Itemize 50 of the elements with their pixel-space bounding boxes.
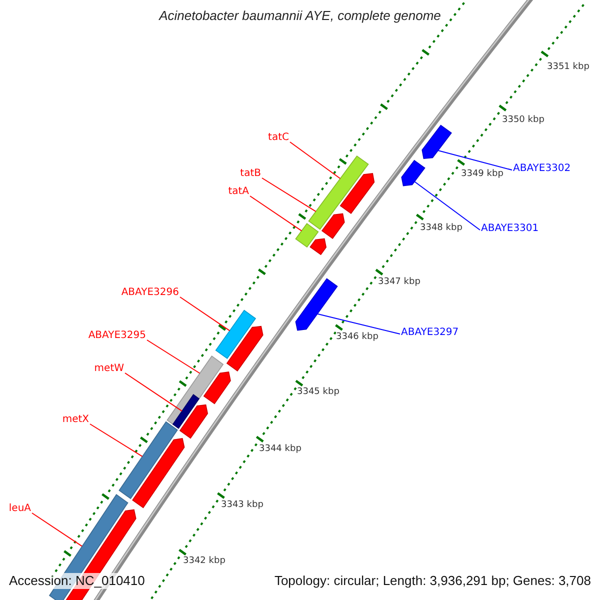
gene-bar xyxy=(308,155,369,230)
gene-feature xyxy=(321,213,345,239)
gene-feature xyxy=(422,124,452,160)
scale-label: 3343 kbp xyxy=(221,500,264,510)
gene-feature xyxy=(132,438,185,508)
gene-bar xyxy=(118,421,178,500)
leader-line xyxy=(250,196,302,232)
scale-label: 3347 kbp xyxy=(378,277,420,287)
gene-feature xyxy=(226,326,264,372)
gene-label: tatB xyxy=(240,168,261,180)
gene-feature xyxy=(295,278,338,331)
leader-line xyxy=(146,340,200,374)
gene-label: tatC xyxy=(268,132,289,144)
gene-label: ABAYE3302 xyxy=(513,163,571,175)
scale-label: 3346 kbp xyxy=(336,332,378,342)
gene-label: tatA xyxy=(228,186,249,198)
scale-label: 3345 kbp xyxy=(297,387,340,397)
leader-line xyxy=(438,150,512,170)
gene-bar xyxy=(215,310,256,360)
gene-label: metW xyxy=(94,363,124,375)
title: Acinetobacter baumannii AYE, complete genome xyxy=(158,8,442,23)
gene-feature xyxy=(179,404,208,439)
footer-text: Topology: circular; Length: 3,936,291 bp; Genes: 3,708 xyxy=(274,573,591,589)
leader-line xyxy=(124,372,182,412)
scale-label: 3351 kbp xyxy=(547,62,590,72)
gene-bar xyxy=(295,223,319,248)
scale-label: 3342 kbp xyxy=(183,556,226,566)
scale-label: 3350 kbp xyxy=(502,115,544,125)
gene-label: leuA xyxy=(8,503,31,515)
leader-line xyxy=(290,142,341,179)
leader-line xyxy=(316,313,400,334)
leader-line xyxy=(414,181,480,230)
leader-line xyxy=(32,512,82,547)
scale-label: 3348 kbp xyxy=(420,223,462,233)
gene-label: metX xyxy=(62,414,89,426)
gene-label: ABAYE3301 xyxy=(481,223,539,235)
gene-feature xyxy=(203,372,231,404)
gene-feature xyxy=(310,238,327,256)
gene-feature xyxy=(401,160,426,186)
gene-feature xyxy=(340,173,375,214)
leader-line xyxy=(262,178,316,212)
gene-bar xyxy=(172,394,200,429)
footer-text: Accession: NC_010410 xyxy=(9,573,145,589)
leader-line xyxy=(90,424,143,457)
scale-label: 3349 kbp xyxy=(461,169,504,179)
scale-label: 3344 kbp xyxy=(259,444,302,454)
gene-label: ABAYE3296 xyxy=(121,287,179,299)
gene-label: ABAYE3297 xyxy=(401,327,459,339)
leader-line xyxy=(180,296,230,332)
gene-label: ABAYE3295 xyxy=(88,330,146,342)
